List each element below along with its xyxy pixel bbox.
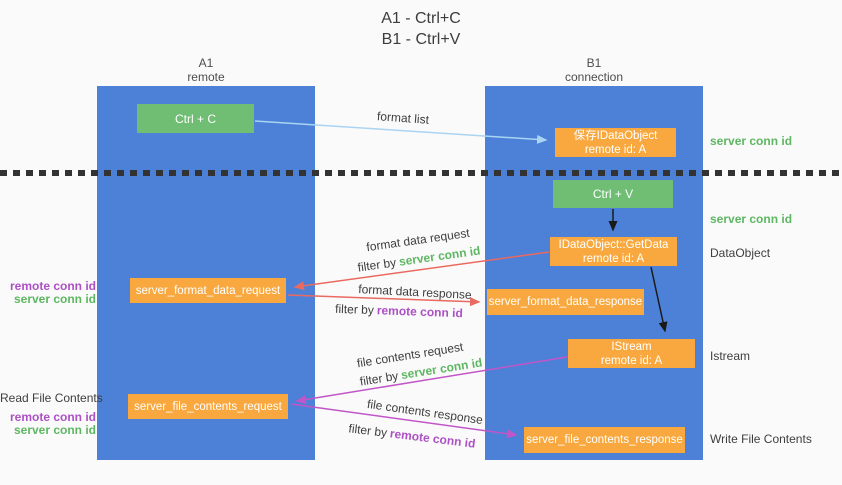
annotation-read-file-contents: Read File Contents bbox=[0, 391, 103, 405]
title-line-2: B1 - Ctrl+V bbox=[381, 31, 461, 48]
annotation-dataobject: DataObject bbox=[710, 246, 770, 260]
node-server-file-contents-response: server_file_contents_response bbox=[524, 427, 685, 453]
server-conn-id-text: server conn id bbox=[13, 292, 96, 306]
file-contents-response-text: file contents response bbox=[366, 396, 484, 428]
read-file-contents-text: Read File Contents bbox=[0, 391, 103, 405]
server-format-data-response-label: server_format_data_response bbox=[488, 296, 643, 308]
ctrl-v-action: Ctrl + V bbox=[553, 180, 673, 208]
format-data-response-text: format data response bbox=[358, 282, 472, 302]
diagram-title: A1 - Ctrl+C B1 - Ctrl+V bbox=[0, 8, 842, 50]
annotation-write-file-contents: Write File Contents bbox=[710, 432, 812, 446]
lifeline-a1-name: A1 bbox=[198, 56, 214, 70]
node-server-file-contents-request: server_file_contents_request bbox=[128, 394, 288, 419]
remote-conn-id-text: remote conn id bbox=[9, 279, 96, 293]
annotation-istream: Istream bbox=[710, 349, 750, 363]
server-format-data-request-label: server_format_data_request bbox=[135, 284, 281, 297]
filter-by-text: filter by bbox=[334, 301, 375, 318]
filter-by-text: filter by bbox=[356, 255, 398, 275]
save-dataobject-line2: remote id: A bbox=[584, 143, 647, 156]
remote-conn-id-text: remote conn id bbox=[389, 426, 477, 451]
dataobject-text: DataObject bbox=[710, 246, 771, 260]
istream-line1: IStream bbox=[611, 340, 652, 353]
istream-text: Istream bbox=[710, 349, 751, 363]
section-divider-dotted-line bbox=[0, 170, 842, 176]
title-line-1: A1 - Ctrl+C bbox=[381, 10, 461, 27]
write-file-contents-text: Write File Contents bbox=[710, 432, 812, 446]
node-istream: IStream remote id: A bbox=[568, 339, 695, 368]
node-getdata: IDataObject::GetData remote id: A bbox=[550, 237, 677, 266]
annotation-server-conn-id-mid: server conn id bbox=[710, 212, 792, 226]
server-file-contents-request-label: server_file_contents_request bbox=[134, 400, 282, 413]
annotation-server-conn-id-format: server conn id bbox=[0, 292, 96, 306]
server-file-contents-response-label: server_file_contents_response bbox=[526, 434, 683, 446]
label-file-contents-response: file contents response bbox=[366, 397, 484, 427]
lifeline-a1-header: A1 remote bbox=[97, 56, 315, 84]
filter-by-text: filter by bbox=[358, 368, 400, 389]
server-conn-id-text: server conn id bbox=[710, 134, 793, 148]
label-format-data-response: format data response bbox=[358, 282, 472, 302]
ctrl-v-label: Ctrl + V bbox=[592, 187, 634, 201]
lifeline-b1-header: B1 connection bbox=[485, 56, 703, 84]
lifeline-b1-subtitle: connection bbox=[564, 70, 624, 84]
getdata-line1: IDataObject::GetData bbox=[558, 238, 669, 251]
annotation-remote-conn-id-file: remote conn id bbox=[0, 410, 96, 424]
istream-line2: remote id: A bbox=[600, 354, 663, 367]
ctrl-c-label: Ctrl + C bbox=[174, 111, 216, 126]
save-dataobject-line1: 保存IDataObject bbox=[573, 129, 658, 142]
label-format-list: format list bbox=[377, 109, 430, 127]
annotation-server-conn-id-top: server conn id bbox=[710, 134, 792, 148]
annotation-server-conn-id-file: server conn id bbox=[0, 423, 96, 437]
getdata-line2: remote id: A bbox=[582, 252, 645, 265]
annotation-remote-conn-id-format: remote conn id bbox=[0, 279, 96, 293]
label-filter-by-remote-conn-id-file: filter byremote conn id bbox=[348, 421, 476, 450]
lifeline-a1-subtitle: remote bbox=[187, 70, 225, 84]
node-server-format-data-request: server_format_data_request bbox=[130, 278, 286, 303]
node-save-dataobject: 保存IDataObject remote id: A bbox=[555, 128, 676, 157]
ctrl-c-action: Ctrl + C bbox=[137, 104, 254, 133]
server-conn-id-text: server conn id bbox=[710, 212, 793, 226]
server-conn-id-text: server conn id bbox=[13, 423, 96, 437]
node-server-format-data-response: server_format_data_response bbox=[487, 289, 644, 315]
remote-conn-id-text: remote conn id bbox=[9, 410, 96, 424]
lifeline-b1-name: B1 bbox=[586, 56, 602, 70]
filter-by-text: filter by bbox=[347, 421, 388, 440]
remote-conn-id-text: remote conn id bbox=[376, 303, 464, 321]
format-list-text: format list bbox=[376, 109, 430, 127]
